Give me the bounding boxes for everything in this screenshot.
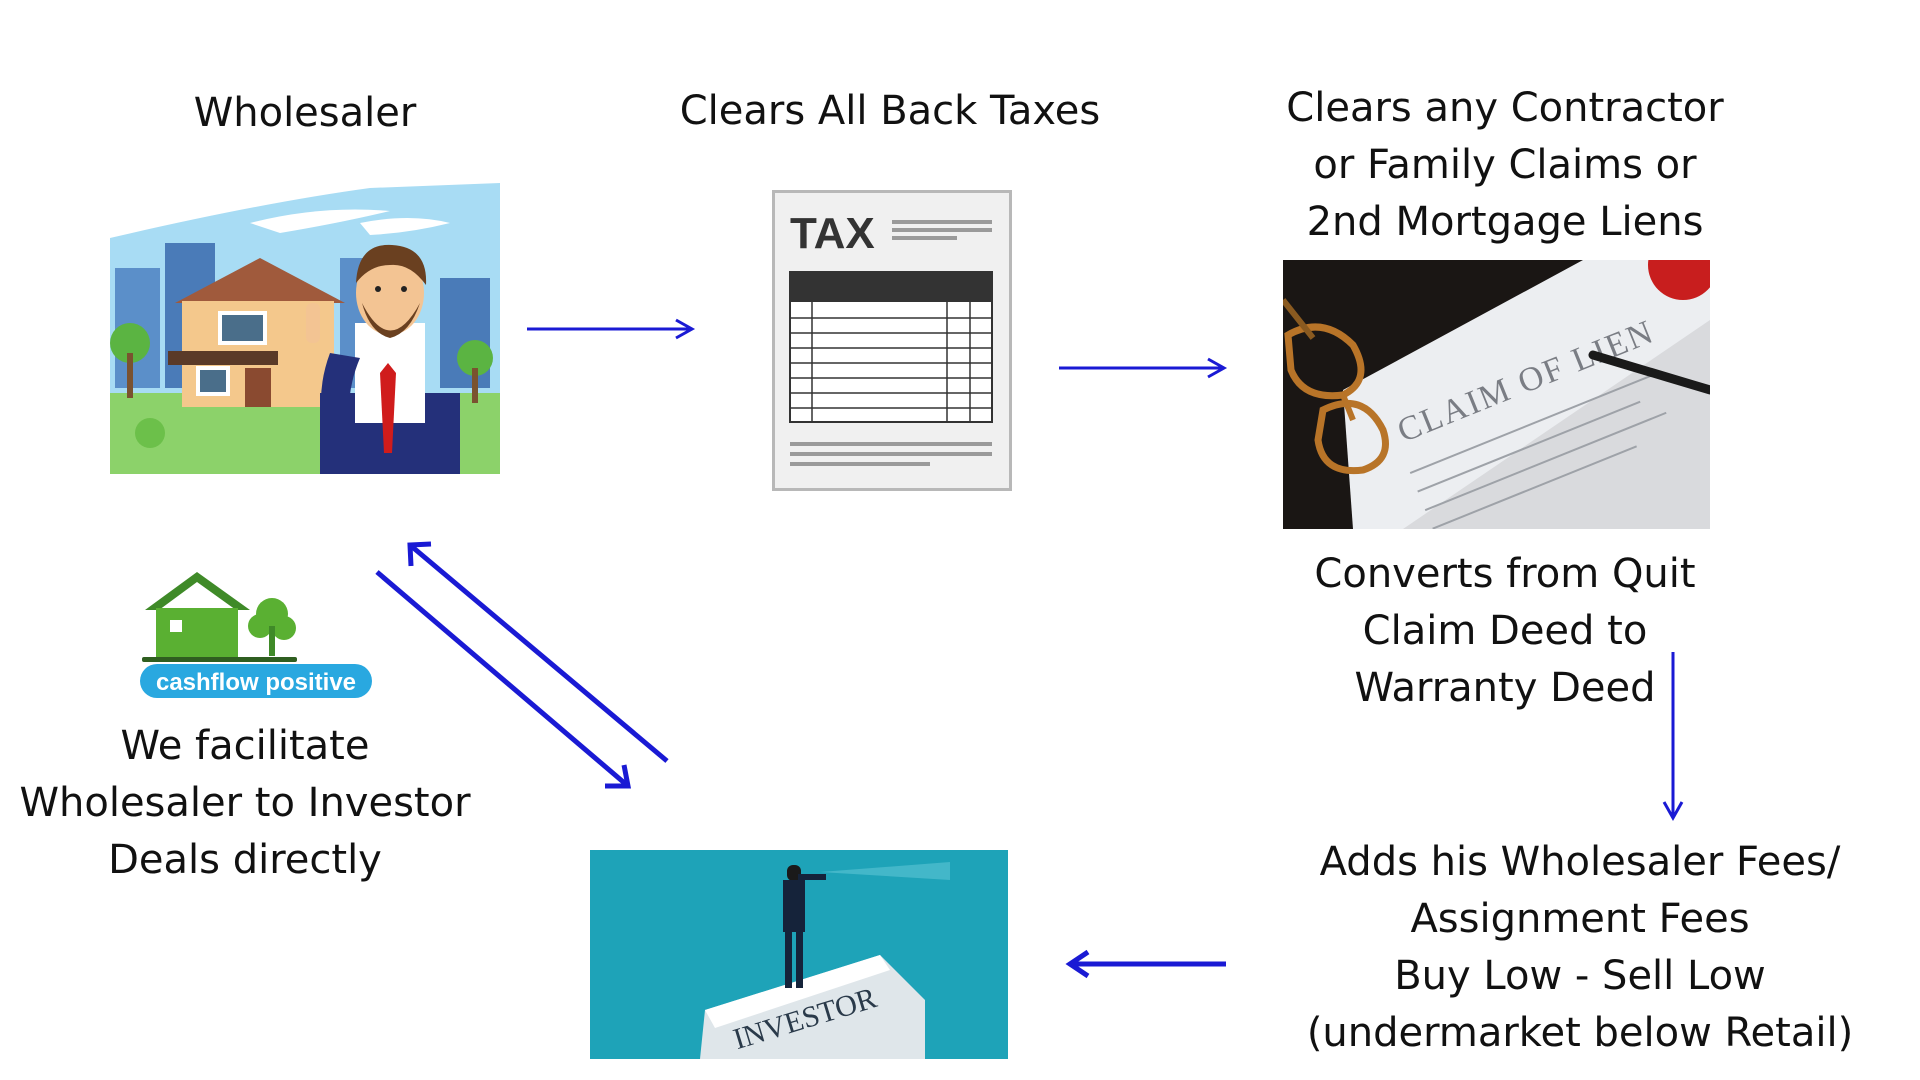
- investor-image: INVESTOR: [590, 850, 1008, 1059]
- wholesaler-label: Wholesaler: [193, 90, 417, 136]
- logo-text: cashflow positive: [156, 669, 356, 696]
- taxes-label: Clears All Back Taxes: [679, 88, 1101, 134]
- fees-label: Adds his Wholesaler Fees/ Assignment Fee…: [1270, 834, 1890, 1062]
- bidirectional-arrow-icon: [375, 541, 669, 789]
- deed-line-2: Claim Deed to: [1362, 608, 1648, 654]
- facilitate-line-2: Wholesaler to Investor: [19, 780, 471, 826]
- fees-line-2: Assignment Fees: [1410, 896, 1750, 942]
- down-arrow-icon: [1662, 652, 1684, 822]
- facilitate-line-1: We facilitate: [120, 723, 370, 769]
- tax-form-image: TAX: [772, 190, 1012, 491]
- wholesaler-image: [110, 183, 500, 474]
- fees-line-1: Adds his Wholesaler Fees/: [1319, 839, 1841, 885]
- left-arrow-icon: [1065, 949, 1226, 979]
- liens-line-2: or Family Claims or: [1313, 142, 1697, 188]
- liens-line-3: 2nd Mortgage Liens: [1306, 199, 1704, 245]
- deed-line-3: Warranty Deed: [1354, 665, 1656, 711]
- fees-line-3: Buy Low - Sell Low: [1394, 953, 1766, 999]
- facilitate-label: We facilitate Wholesaler to Investor Dea…: [15, 718, 475, 889]
- deed-label: Converts from Quit Claim Deed to Warrant…: [1280, 546, 1730, 717]
- fees-line-4: (undermarket below Retail): [1306, 1010, 1854, 1056]
- cashflow-positive-logo: cashflow positive: [140, 560, 372, 698]
- house-icon: [145, 572, 250, 610]
- right-arrow-icon: [1059, 357, 1228, 379]
- right-arrow-icon: [527, 318, 696, 340]
- facilitate-line-3: Deals directly: [108, 837, 382, 883]
- tax-heading-text: TAX: [790, 209, 875, 258]
- claim-of-lien-image: CLAIM OF LIEN: [1283, 260, 1710, 529]
- liens-label: Clears any Contractor or Family Claims o…: [1250, 80, 1760, 251]
- tree-icon: [248, 598, 296, 656]
- liens-line-1: Clears any Contractor: [1286, 85, 1724, 131]
- deed-line-1: Converts from Quit: [1314, 551, 1696, 597]
